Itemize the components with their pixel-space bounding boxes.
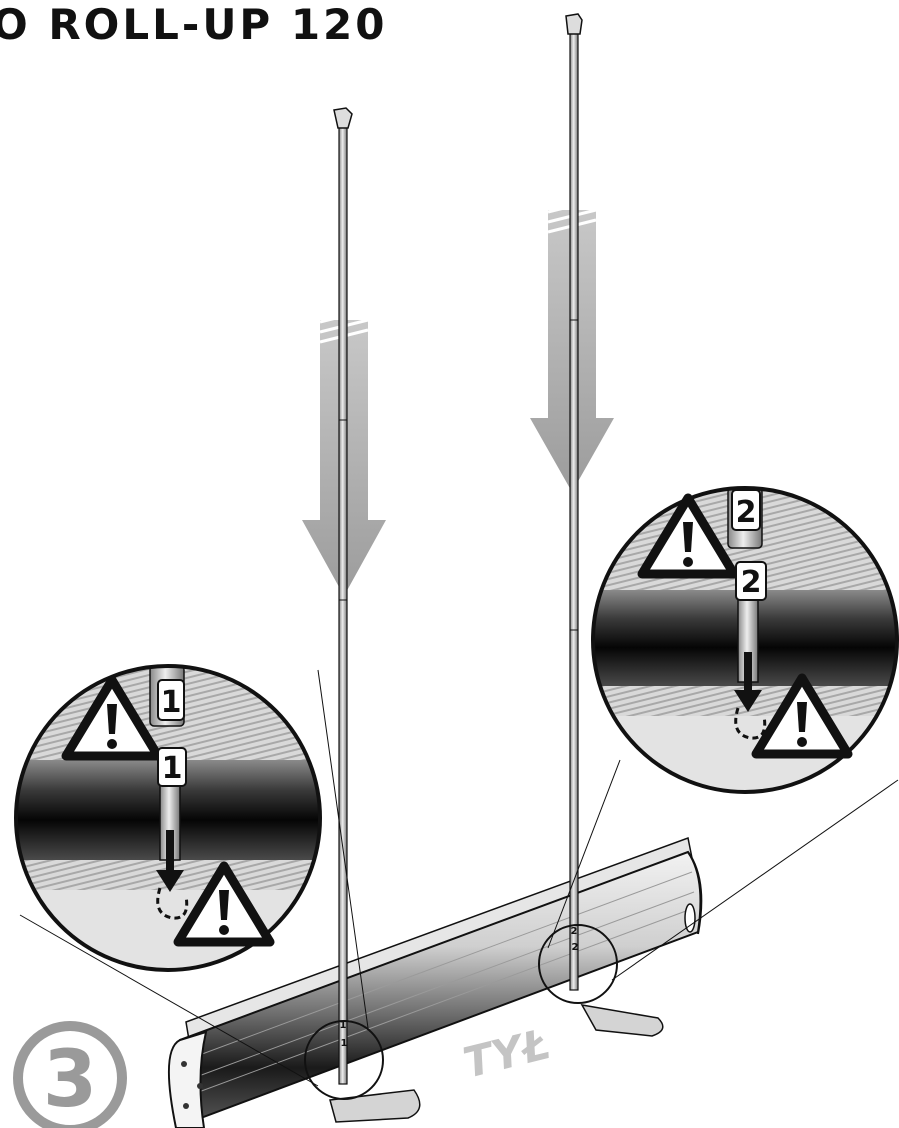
svg-text:1: 1 (162, 751, 183, 786)
pole-left (333, 107, 353, 1085)
side-label: TYŁ (459, 1019, 555, 1088)
svg-text:1: 1 (161, 685, 182, 720)
pole-number-mini: 2 (571, 926, 578, 937)
svg-text:3: 3 (43, 1035, 97, 1125)
page-title: O ROLL-UP 120 (0, 0, 388, 49)
svg-text:2: 2 (741, 565, 762, 600)
pole-number-label: 1 (157, 747, 187, 787)
pole-number-tag: 1 (157, 679, 185, 721)
pole-number-mini: 2 (572, 942, 579, 953)
pole-number-mini: 1 (340, 1020, 347, 1031)
pole-number-label: 2 (735, 561, 767, 601)
pole-right (565, 13, 583, 991)
svg-text:2: 2 (736, 495, 757, 530)
pole-number-tag: 2 (731, 489, 761, 531)
pole-number-mini: 1 (341, 1038, 348, 1049)
step-number-badge: 3 (13, 1021, 127, 1128)
